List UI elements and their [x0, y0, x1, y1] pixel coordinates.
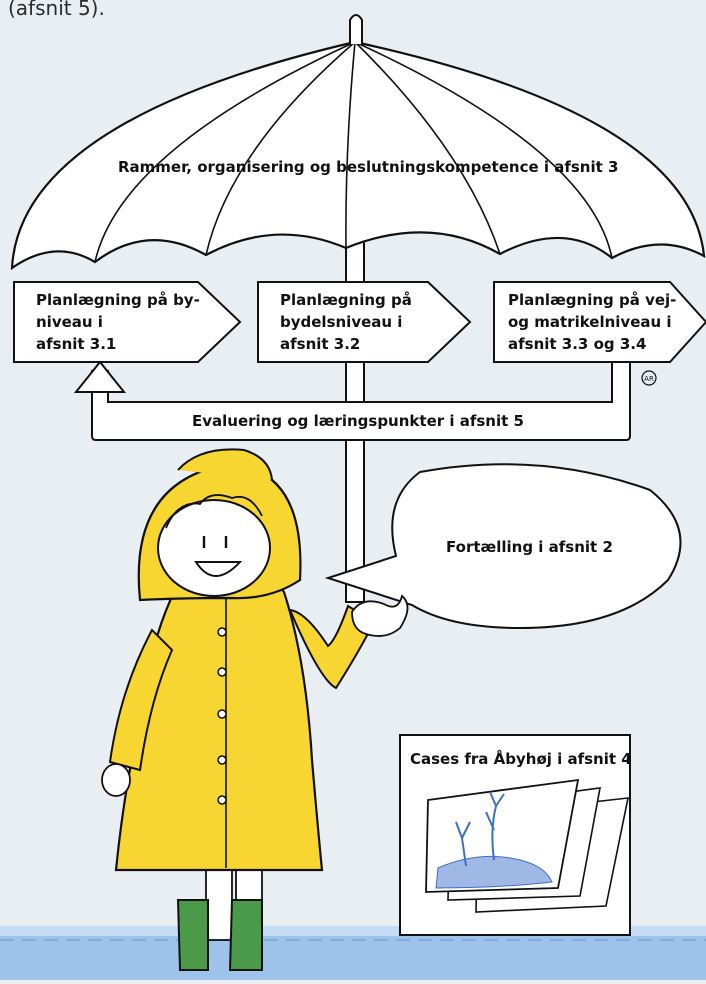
arrow-1-label-line-3: afsnit 3.1: [36, 335, 117, 353]
feedback-loop-arrow: [73, 359, 631, 441]
arrow-3-label-line-1: Planlægning på vej-: [508, 291, 677, 309]
umbrella-canopy: [10, 14, 706, 271]
arrow-1-label-line-2: niveau i: [36, 313, 103, 331]
artist-signature: AR: [641, 370, 657, 386]
process-arrow-1: [13, 281, 242, 363]
signature-text: AR: [644, 375, 654, 383]
intro-text-fragment: (afsnit 5).: [8, 0, 105, 20]
raincoat-character: [101, 448, 409, 971]
arrow-1-label-line-1: Planlægning på by-: [36, 291, 200, 309]
umbrella-label: Rammer, organisering og beslutningskompe…: [118, 158, 619, 176]
arrow-3-label-line-2: og matrikelniveau i: [508, 313, 672, 331]
arrow-3-label-line-3: afsnit 3.3 og 3.4: [508, 335, 647, 353]
speech-bubble: [324, 463, 682, 630]
process-arrow-2: [257, 281, 472, 363]
arrow-2-label-line-1: Planlægning på: [280, 291, 412, 309]
speech-bubble-label: Fortælling i afsnit 2: [446, 538, 613, 556]
feedback-label: Evaluering og læringspunkter i afsnit 5: [192, 412, 524, 430]
coat-buttons: [217, 627, 227, 805]
process-arrow-3: [493, 281, 706, 363]
rain-boots: [176, 899, 263, 971]
arrow-2-label-line-2: bydelsniveau i: [280, 313, 403, 331]
arrow-2-label-line-3: afsnit 3.2: [280, 335, 361, 353]
cases-sign-label: Cases fra Åbyhøj i afsnit 4: [410, 750, 632, 768]
map-sheets-icon: [425, 778, 630, 913]
